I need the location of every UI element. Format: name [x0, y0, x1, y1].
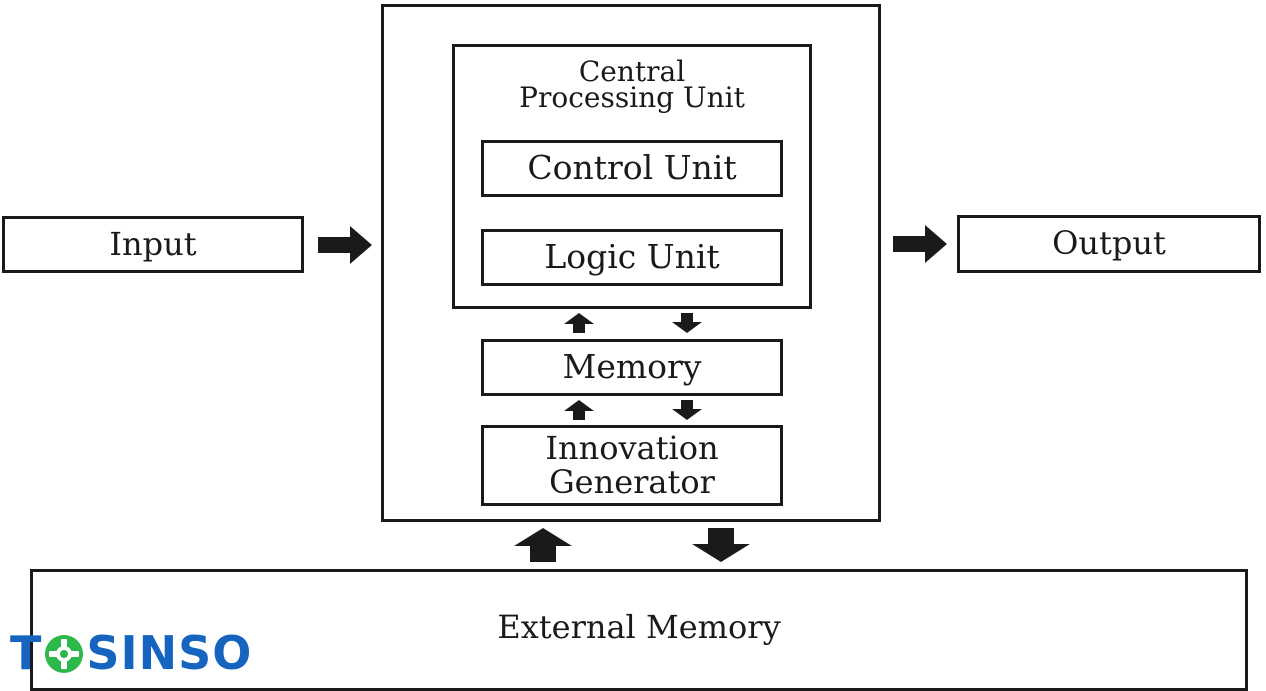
- logo-gear-icon: [43, 632, 85, 674]
- logo-text: SINSO: [86, 626, 253, 680]
- system-to-output-arrow: [893, 225, 947, 263]
- input-box: Input: [2, 216, 304, 273]
- external-memory-box: External Memory: [30, 569, 1248, 691]
- logic-unit-box: Logic Unit: [481, 229, 783, 286]
- innovation-generator-box: Innovation Generator: [481, 425, 783, 506]
- input-to-system-arrow: [318, 226, 372, 264]
- logic-unit-label: Logic Unit: [544, 237, 720, 277]
- memory-box: Memory: [481, 339, 783, 396]
- innovation-line2: Generator: [549, 462, 715, 501]
- memory-to-innovation-arrow: [672, 400, 702, 420]
- cpu-to-memory-arrow: [672, 313, 702, 333]
- memory-label: Memory: [562, 347, 702, 387]
- memory-to-cpu-arrow: [564, 313, 594, 333]
- external-memory-to-system-arrow: [514, 528, 572, 562]
- control-unit-box: Control Unit: [481, 140, 783, 197]
- innovation-line1: Innovation: [545, 428, 719, 467]
- output-label: Output: [1052, 224, 1166, 263]
- logo-letter-t: T: [10, 626, 43, 680]
- external-memory-label: External Memory: [497, 608, 781, 647]
- output-box: Output: [957, 215, 1261, 273]
- system-to-external-memory-arrow: [692, 528, 750, 562]
- cpu-title-line2: Processing Unit: [519, 81, 745, 114]
- cpu-title: Central Processing Unit: [455, 55, 809, 114]
- tosinso-logo: T SINSO: [10, 626, 253, 680]
- cpu-title-line1: Central: [578, 55, 686, 88]
- control-unit-label: Control Unit: [527, 148, 737, 188]
- input-label: Input: [109, 224, 197, 263]
- innovation-to-memory-arrow: [564, 400, 594, 420]
